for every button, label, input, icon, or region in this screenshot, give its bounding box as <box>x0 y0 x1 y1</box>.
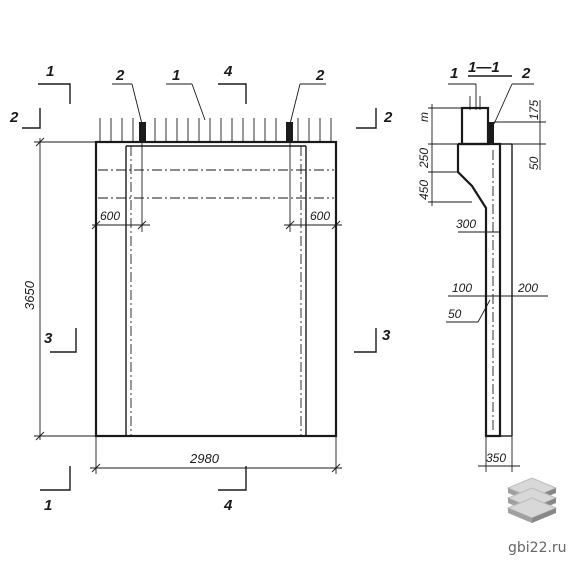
section-dim-175: 175 <box>527 100 541 120</box>
dim-left-offset <box>91 130 150 232</box>
svg-text:4: 4 <box>223 63 233 80</box>
section-dim-200: 200 <box>517 281 538 295</box>
section-dim-100: 100 <box>452 281 472 295</box>
lifting-loop-right <box>286 122 293 142</box>
watermark-site: gbi22.ru <box>508 540 567 556</box>
section-mark-4-top: 4 <box>218 63 247 104</box>
dim-right-offset <box>284 130 342 232</box>
svg-text:4: 4 <box>223 497 233 514</box>
section-dim-50: 50 <box>448 307 462 321</box>
section-dim-250: 250 <box>417 148 431 169</box>
dim-width-label: 2980 <box>189 451 220 466</box>
svg-text:3: 3 <box>382 327 391 344</box>
section-mark-3-right: 3 <box>354 327 391 353</box>
dim-width <box>90 436 342 474</box>
section-dim-m: m <box>417 112 431 122</box>
section-mark-4-bottom: 4 <box>218 466 247 514</box>
lifting-loop-left <box>139 122 146 142</box>
svg-text:1: 1 <box>44 497 52 514</box>
callout-2-left: 2 <box>115 67 125 84</box>
svg-text:1: 1 <box>46 63 54 80</box>
section-wall-profile <box>456 142 502 438</box>
section-mark-2-left: 2 <box>9 108 41 129</box>
section-top-block <box>460 106 490 146</box>
svg-text:2: 2 <box>9 109 19 126</box>
section-title: 1—1 <box>468 59 500 76</box>
section-dim-450: 450 <box>417 180 431 200</box>
section-1-1-view: 1—1 1 2 m 250 450 175 5 <box>417 59 548 472</box>
dim-left-offset-label: 600 <box>100 209 120 223</box>
section-callout-2: 2 <box>521 65 531 82</box>
dim-height-label: 3650 <box>22 280 37 310</box>
section-mark-2-right: 2 <box>356 108 393 129</box>
section-callout-1: 1 <box>450 65 458 82</box>
svg-text:2: 2 <box>383 109 393 126</box>
dim-right-offset-label: 600 <box>310 209 330 223</box>
elevation-view: 2 1 2 1 4 2 2 3 3 1 <box>9 63 393 514</box>
section-mark-1-top: 1 <box>38 63 71 104</box>
callout-leaders <box>112 83 326 125</box>
section-dim-300: 300 <box>456 217 476 231</box>
panel-outline <box>94 140 338 438</box>
dim-height <box>34 137 96 441</box>
section-mark-3-left: 3 <box>44 328 77 353</box>
section-mark-1-bottom: 1 <box>40 466 71 514</box>
callout-2-right: 2 <box>315 67 325 84</box>
svg-text:3: 3 <box>44 330 53 347</box>
section-dim-50-top: 50 <box>527 156 541 170</box>
section-dim-350: 350 <box>486 451 506 465</box>
callout-1-top: 1 <box>172 67 180 84</box>
rebar-outlets <box>99 118 332 142</box>
stacked-slabs-logo <box>506 477 558 523</box>
